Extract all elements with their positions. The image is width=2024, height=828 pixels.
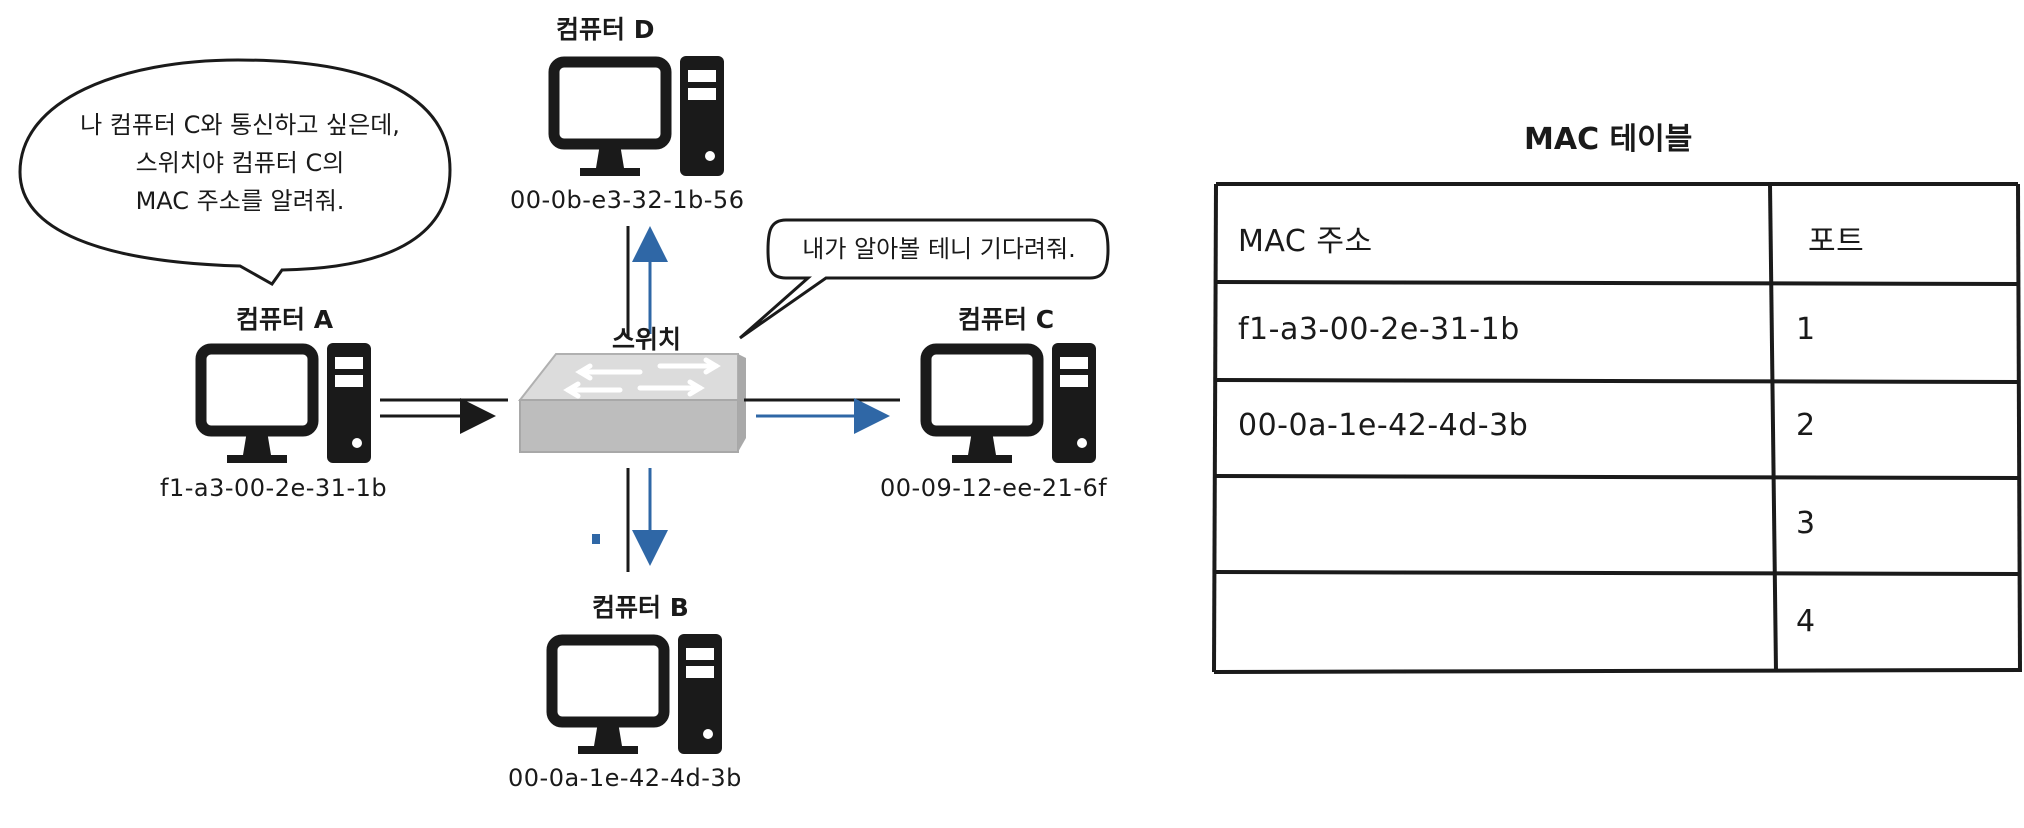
mac-table-grid <box>1212 182 2022 674</box>
mac-table-header-mac: MAC 주소 <box>1238 224 1373 259</box>
mac-table-cell-port-3: 3 <box>1796 506 1816 541</box>
speech-bubble-switch <box>739 218 1110 340</box>
mac-table-cell-port-1: 1 <box>1796 312 1816 347</box>
computer-a-icon <box>201 343 371 463</box>
mac-table-cell-mac-2: 00-0a-1e-42-4d-3b <box>1238 408 1529 443</box>
switch-icon <box>517 353 746 453</box>
mac-table-header-port: 포트 <box>1808 224 1865 259</box>
mac-table-title: MAC 테이블 <box>1524 122 1693 157</box>
bubble-a-line-3: MAC 주소를 알려줘. <box>135 187 345 215</box>
switch-label: 스위치 <box>612 325 682 354</box>
bubble-switch-text: 내가 알아볼 테니 기다려줘. <box>802 235 1076 263</box>
computer-d-icon <box>554 56 724 176</box>
speech-bubble-a <box>18 58 452 286</box>
mac-table-cell-port-4: 4 <box>1796 604 1816 639</box>
bubble-a-text: 나 컴퓨터 C와 통신하고 싶은데, 스위치야 컴퓨터 C의 MAC 주소를 알… <box>40 106 440 220</box>
computer-c-icon <box>926 343 1096 463</box>
computer-b-mac: 00-0a-1e-42-4d-3b <box>508 764 742 792</box>
computer-a-label: 컴퓨터 A <box>236 305 334 334</box>
computer-a-mac: f1-a3-00-2e-31-1b <box>160 474 388 502</box>
mac-table-cell-mac-1: f1-a3-00-2e-31-1b <box>1238 312 1520 347</box>
cursor-mark <box>592 534 600 544</box>
computer-d-label: 컴퓨터 D <box>556 15 655 44</box>
computer-c-mac: 00-09-12-ee-21-6f <box>880 474 1108 502</box>
computer-d-mac: 00-0b-e3-32-1b-56 <box>510 186 745 214</box>
bubble-a-line-2: 스위치야 컴퓨터 C의 <box>135 149 345 177</box>
mac-table-cell-port-2: 2 <box>1796 408 1816 443</box>
computer-c-label: 컴퓨터 C <box>958 305 1055 334</box>
computer-b-label: 컴퓨터 B <box>592 593 689 622</box>
bubble-a-line-1: 나 컴퓨터 C와 통신하고 싶은데, <box>80 111 400 139</box>
computer-b-icon <box>552 634 722 754</box>
